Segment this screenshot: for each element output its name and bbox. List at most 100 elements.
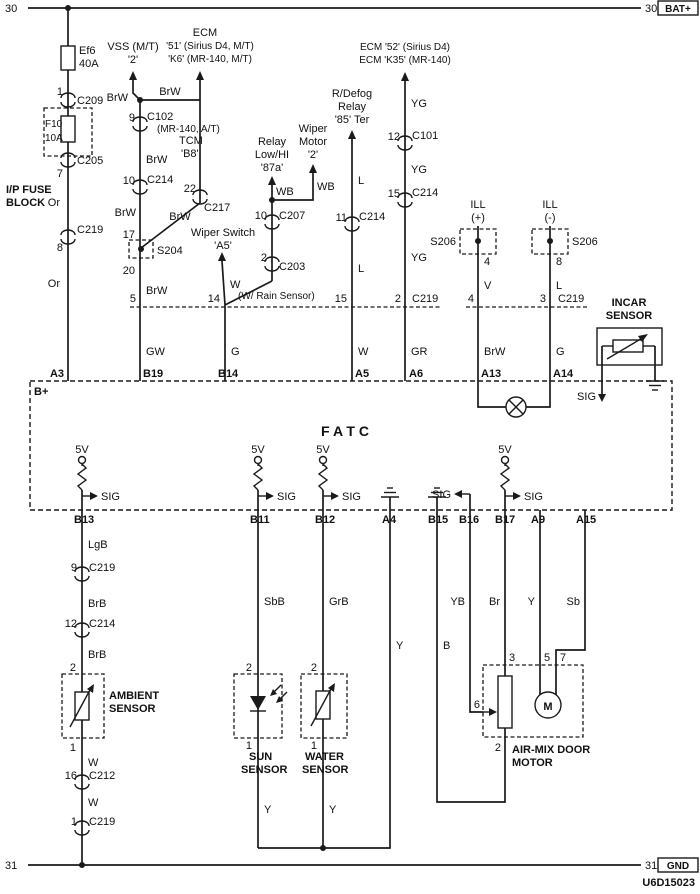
connector-label: C209 bbox=[77, 95, 103, 107]
pin-label: 7 bbox=[57, 168, 63, 180]
fatc-pin-label: B19 bbox=[143, 368, 163, 380]
fatc-pin-label: A13 bbox=[481, 368, 501, 380]
pin-label: 17 bbox=[123, 229, 135, 241]
pin-label: 9 bbox=[129, 112, 135, 124]
thermistor-arrow-icon bbox=[328, 683, 335, 692]
signal-arrow-icon bbox=[90, 492, 98, 500]
pin-label: 3 bbox=[540, 293, 546, 305]
component-ref: VSS (M/T) bbox=[107, 41, 158, 53]
splice-dot bbox=[475, 238, 481, 244]
component-ref: Relay bbox=[258, 136, 287, 148]
resistor-symbol bbox=[77, 463, 87, 491]
wire-color-label: BrW bbox=[159, 86, 181, 98]
component-name: BLOCK bbox=[6, 197, 45, 209]
component-ref: Low/HI bbox=[255, 149, 289, 161]
pin-label: 1 bbox=[311, 740, 317, 752]
wire-color-label: Y bbox=[528, 596, 536, 608]
sensor-box bbox=[61, 673, 105, 739]
component-name: SENSOR bbox=[606, 310, 653, 322]
component-ref: ECM bbox=[193, 27, 217, 39]
ecm52-branch: ECM '52' (Sirius D4) ECM 'K35' (MR-140) … bbox=[359, 42, 451, 381]
rail-31-left-label: 31 bbox=[5, 860, 17, 872]
thermistor-arrow-icon bbox=[638, 334, 648, 342]
component-ref: ILL bbox=[542, 199, 557, 211]
splice-label: S204 bbox=[157, 245, 183, 257]
pin-label: 10 bbox=[123, 175, 135, 187]
fuse-f10-symbol bbox=[60, 115, 76, 143]
rail-31-right-label: 31 bbox=[645, 860, 657, 872]
pin-label: 2 bbox=[261, 252, 267, 264]
fuse-rating: 40A bbox=[79, 58, 99, 70]
fatc-pin-label: B16 bbox=[459, 514, 479, 526]
signal-label: SIG bbox=[432, 489, 451, 501]
component-ref: TCM bbox=[179, 135, 203, 147]
resistor-symbol bbox=[318, 463, 328, 491]
supply-node bbox=[77, 455, 87, 465]
pin-label: 12 bbox=[65, 618, 77, 630]
pin-label: 15 bbox=[335, 293, 347, 305]
light-ray-arrow-icon bbox=[270, 689, 277, 696]
rail-30-left-label: 30 bbox=[5, 3, 17, 15]
wire-color-label: Y bbox=[264, 804, 272, 816]
return-wires: Y B bbox=[258, 510, 506, 849]
motor-letter: M bbox=[543, 701, 552, 713]
fuse-rating: 10A bbox=[45, 133, 63, 144]
offpage-arrow-icon bbox=[218, 252, 226, 261]
power-rail-30: 30 30 BAT+ bbox=[5, 0, 699, 16]
pin-label: 'B8' bbox=[181, 148, 199, 160]
wire-color-label: YG bbox=[411, 98, 427, 110]
connector-label: C101 bbox=[412, 130, 438, 142]
fatc-pin-label: B13 bbox=[74, 514, 94, 526]
option-note: (W/ Rain Sensor) bbox=[238, 291, 315, 302]
splice-dot bbox=[138, 246, 144, 252]
offpage-arrow-icon bbox=[268, 176, 276, 185]
pin-label: 20 bbox=[123, 265, 135, 277]
offpage-arrow-icon bbox=[196, 71, 204, 80]
offpage-arrow-icon bbox=[129, 71, 137, 80]
pin-label: 8 bbox=[556, 256, 562, 268]
fuse-name: Ef6 bbox=[79, 45, 96, 57]
wire-color-label: G bbox=[231, 346, 240, 358]
wire-color-label: YG bbox=[411, 164, 427, 176]
wire-color-label: Y bbox=[329, 804, 337, 816]
connector-label: C217 bbox=[204, 202, 230, 214]
component-ref: ECM '52' (Sirius D4) bbox=[360, 42, 450, 53]
wire-color-label: BrW bbox=[484, 346, 506, 358]
pin-label: 10 bbox=[255, 210, 267, 222]
photodiode-symbol bbox=[250, 696, 266, 710]
incar-sensor: INCAR SENSOR SIG bbox=[577, 297, 665, 403]
fuse-block-box bbox=[43, 107, 93, 157]
component-name: WATER bbox=[305, 751, 344, 763]
connector-label: C219 bbox=[89, 562, 115, 574]
junction-dot bbox=[269, 197, 275, 203]
pin-label: '2' bbox=[308, 149, 318, 161]
fuse-branch: Ef6 40A 1 C209 F10 10A C205 7 I/P FUSE B… bbox=[6, 8, 103, 398]
splice-box bbox=[531, 228, 569, 255]
connector-label: C219 bbox=[412, 293, 438, 305]
wire-color-label: LgB bbox=[88, 539, 108, 551]
wire-color-label: Or bbox=[48, 278, 61, 290]
pin-label: 2 bbox=[311, 662, 317, 674]
connector-label: C214 bbox=[147, 174, 173, 186]
pin-label: 4 bbox=[484, 256, 490, 268]
pin-label: 'A5' bbox=[214, 240, 232, 252]
pin-label: 8 bbox=[57, 242, 63, 254]
pin-label: 3 bbox=[509, 652, 515, 664]
supply-node bbox=[318, 455, 328, 465]
wire-color-label: L bbox=[358, 263, 364, 275]
connector-label: C214 bbox=[89, 618, 115, 630]
wire-color-label: GW bbox=[146, 346, 166, 358]
vss-ecm-branch: VSS (M/T) '2' ECM '51' (Sirius D4, M/T) … bbox=[107, 27, 254, 381]
connector-label: C205 bbox=[77, 155, 103, 167]
wire-color-label: L bbox=[358, 175, 364, 187]
pin-label: 15 bbox=[388, 188, 400, 200]
pin-label: '87a' bbox=[261, 162, 284, 174]
connector-label: C214 bbox=[412, 187, 438, 199]
gnd-box bbox=[657, 857, 699, 873]
fatc-pin-label: B12 bbox=[315, 514, 335, 526]
signal-arrow-icon bbox=[331, 492, 339, 500]
pin-label: 2 bbox=[495, 742, 501, 754]
component-name: MOTOR bbox=[512, 757, 553, 769]
offpage-arrow-icon bbox=[309, 164, 317, 173]
